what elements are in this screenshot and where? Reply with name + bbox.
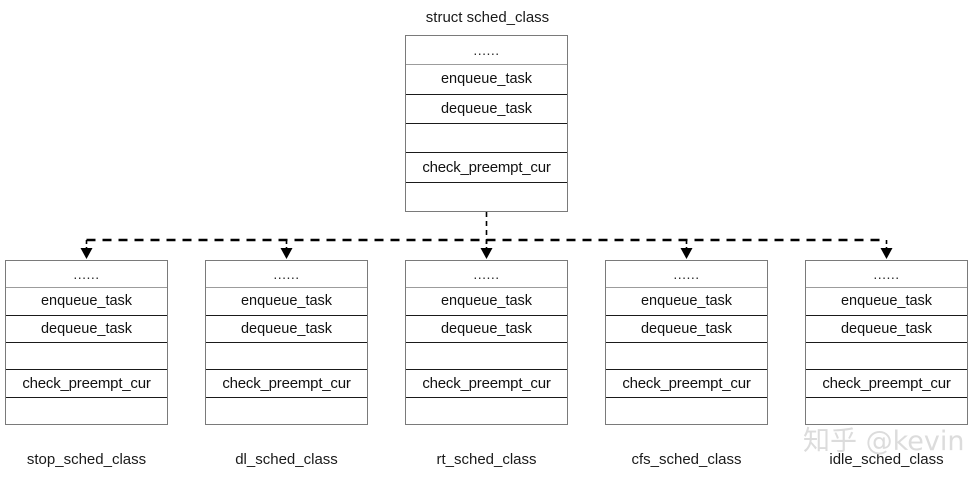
struct-row-blank-1 [6, 343, 167, 371]
watermark: 知乎 @kevin [803, 426, 965, 457]
struct-row-dequeue-task: dequeue_task [6, 316, 167, 343]
struct-row-ellipsis: ...... [606, 261, 767, 289]
struct-row-ellipsis: ...... [6, 261, 167, 289]
class-label-cfs: cfs_sched_class [631, 451, 742, 468]
struct-row-dequeue-task: dequeue_task [406, 316, 567, 343]
struct-row-check-preempt-cur: check_preempt_cur [406, 370, 567, 398]
struct-row-enqueue-task: enqueue_task [406, 288, 567, 316]
struct-row-check-preempt-cur: check_preempt_cur [6, 370, 167, 398]
struct-row-check-preempt-cur: check_preempt_cur [606, 370, 767, 398]
struct-row-dequeue-task: dequeue_task [806, 316, 967, 343]
struct-row-blank-1 [206, 343, 367, 371]
struct-row-blank-2 [206, 398, 367, 424]
child-struct-box-dl: ...... enqueue_task dequeue_task check_p… [205, 260, 368, 425]
struct-row-blank-1 [606, 343, 767, 371]
struct-row-dequeue-task: dequeue_task [606, 316, 767, 343]
struct-row-enqueue-task: enqueue_task [206, 288, 367, 316]
parent-struct-box: ...... enqueue_task dequeue_task check_p… [405, 35, 568, 212]
struct-row-blank-2 [406, 183, 567, 211]
struct-row-check-preempt-cur: check_preempt_cur [206, 370, 367, 398]
struct-row-enqueue-task: enqueue_task [606, 288, 767, 316]
struct-row-dequeue-task: dequeue_task [406, 95, 567, 124]
class-label-rt: rt_sched_class [436, 451, 537, 468]
struct-row-blank-1 [406, 343, 567, 371]
struct-row-dequeue-task: dequeue_task [206, 316, 367, 343]
struct-row-enqueue-task: enqueue_task [406, 65, 567, 95]
struct-row-enqueue-task: enqueue_task [6, 288, 167, 316]
parent-struct-title: struct sched_class [425, 9, 550, 26]
struct-row-blank-2 [6, 398, 167, 424]
child-struct-box-rt: ...... enqueue_task dequeue_task check_p… [405, 260, 568, 425]
struct-row-ellipsis: ...... [806, 261, 967, 289]
struct-row-enqueue-task: enqueue_task [806, 288, 967, 316]
class-label-stop: stop_sched_class [26, 451, 147, 468]
struct-row-blank-1 [406, 124, 567, 154]
struct-row-blank-2 [806, 398, 967, 424]
struct-row-ellipsis: ...... [406, 261, 567, 289]
struct-row-blank-1 [806, 343, 967, 371]
child-struct-box-stop: ...... enqueue_task dequeue_task check_p… [5, 260, 168, 425]
struct-row-check-preempt-cur: check_preempt_cur [806, 370, 967, 398]
struct-row-ellipsis: ...... [406, 36, 567, 66]
struct-row-ellipsis: ...... [206, 261, 367, 289]
child-struct-box-idle: ...... enqueue_task dequeue_task check_p… [805, 260, 968, 425]
class-label-idle: idle_sched_class [829, 451, 944, 468]
struct-row-check-preempt-cur: check_preempt_cur [406, 153, 567, 183]
struct-row-blank-2 [406, 398, 567, 424]
child-struct-box-cfs: ...... enqueue_task dequeue_task check_p… [605, 260, 768, 425]
class-label-dl: dl_sched_class [235, 451, 338, 468]
struct-row-blank-2 [606, 398, 767, 424]
